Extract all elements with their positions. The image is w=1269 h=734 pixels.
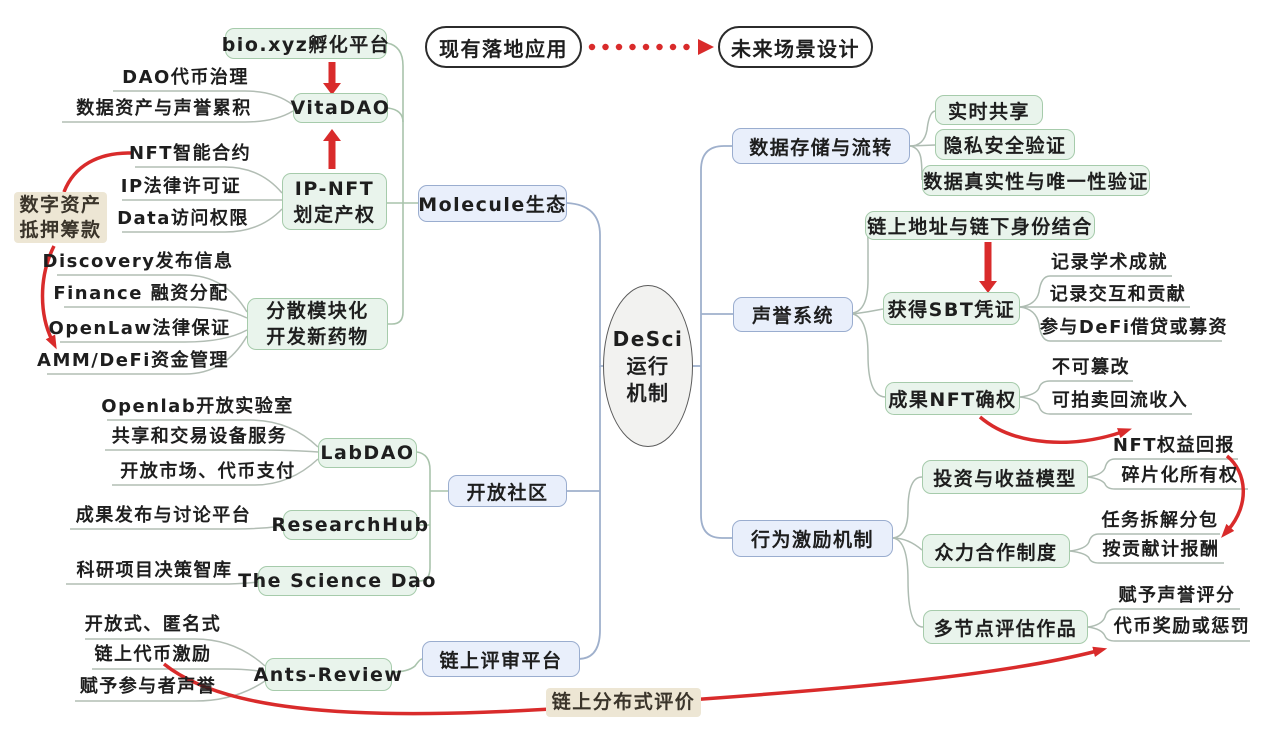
root-node-desci: DeSci 运行 机制 — [603, 285, 693, 447]
leaf-finance: Finance 融资分配 — [53, 283, 229, 304]
digital-line-1: 数字资产 — [19, 193, 102, 216]
node-modular-drug-dev: 分散模块化 开发新药物 — [247, 298, 388, 350]
node-molecule-ecosystem: Molecule生态 — [418, 185, 567, 222]
node-open-community: 开放社区 — [448, 475, 567, 507]
leaf-reputation-score: 赋予声誉评分 — [1118, 585, 1236, 606]
leaf-chain-token-incentive: 链上代币激励 — [94, 644, 212, 665]
arrow-nftreturn-to-contributionpay — [1221, 454, 1245, 538]
node-investment-model: 投资与收益模型 — [922, 460, 1088, 494]
arrowhead-bioxyz-to-vitadao — [323, 83, 341, 95]
node-science-dao: The Science Dao — [238, 566, 435, 596]
node-bioxyz: bio.xyz孵化平台 — [222, 28, 389, 59]
leaf-openlaw: OpenLaw法律保证 — [48, 318, 231, 339]
node-multi-node-eval: 多节点评估作品 — [923, 610, 1088, 644]
left-branch-connectors — [386, 42, 448, 673]
leaf-token-reward: 代币奖励或惩罚 — [1113, 616, 1251, 637]
node-vitadao: VitaDAO — [291, 93, 389, 123]
leaf-data-access: Data访问权限 — [117, 208, 249, 229]
leaf-nft-contract: NFT智能合约 — [128, 143, 252, 164]
leaf-think-tank: 科研项目决策智库 — [76, 560, 233, 581]
leaf-open-anonymous: 开放式、匿名式 — [84, 614, 222, 635]
node-chain-identity: 链上地址与链下身份结合 — [865, 211, 1095, 240]
node-collaboration-system: 众力合作制度 — [922, 534, 1070, 568]
root-line-2: 运行 — [626, 353, 670, 378]
leaf-nft-return: NFT权益回报 — [1112, 435, 1236, 456]
arrowhead-existing-to-future — [698, 39, 714, 55]
ipnft-line-2: 划定产权 — [293, 203, 376, 226]
node-ants-review: Ants-Review — [254, 658, 402, 691]
leaf-dao-governance: DAO代币治理 — [122, 67, 249, 88]
node-sbt-credential: 获得SBT凭证 — [883, 292, 1020, 325]
curve-digital-to-nftcontract — [62, 151, 134, 193]
node-researchhub: ResearchHub — [271, 510, 428, 540]
root-line-3: 机制 — [626, 380, 670, 405]
node-realtime-share: 实时共享 — [935, 95, 1043, 125]
pill-future-scenarios: 未来场景设计 — [718, 26, 873, 68]
arrowhead-identity-to-sbt — [979, 281, 997, 293]
leaf-contribution-pay: 按贡献计报酬 — [1102, 539, 1220, 560]
node-nft-rights-confirm: 成果NFT确权 — [885, 382, 1020, 415]
arrow-digital-to-amm — [40, 245, 57, 350]
arrow-nftconfirm-to-nftreturn — [978, 415, 1132, 444]
module-line-2: 开发新药物 — [266, 326, 369, 348]
leaf-defi-lending: 参与DeFi借贷或募资 — [1039, 317, 1229, 338]
leaf-data-reputation: 数据资产与声誉累积 — [76, 98, 252, 119]
arrowhead-ipnft-to-vitadao — [323, 129, 341, 141]
node-privacy-verify: 隐私安全验证 — [935, 129, 1075, 160]
main-spines — [566, 145, 733, 660]
leaf-ip-license: IP法律许可证 — [120, 176, 242, 197]
label-digital-asset-pledge: 数字资产 抵押筹款 — [14, 192, 107, 243]
leaf-openlab: Openlab开放实验室 — [101, 396, 294, 417]
ipnft-line-1: IP-NFT — [294, 177, 375, 200]
node-chain-review-platform: 链上评审平台 — [422, 641, 580, 677]
leaf-share-trade: 共享和交易设备服务 — [111, 426, 288, 447]
node-reputation-system: 声誉系统 — [733, 297, 853, 332]
label-chain-distributed-eval: 链上分布式评价 — [546, 688, 701, 717]
pill-existing-applications: 现有落地应用 — [425, 26, 582, 68]
leaf-participant-reputation: 赋予参与者声誉 — [79, 676, 217, 697]
leaf-task-split: 任务拆解分包 — [1101, 510, 1219, 531]
node-incentive-mechanism: 行为激励机制 — [732, 520, 893, 557]
leaf-fractional-ownership: 碎片化所有权 — [1121, 465, 1239, 486]
leaf-academic-record: 记录学术成就 — [1051, 252, 1168, 273]
left-leaf-underlines — [47, 90, 319, 702]
node-data-storage-flow: 数据存储与流转 — [732, 128, 910, 164]
node-authenticity-verify: 数据真实性与唯一性验证 — [922, 165, 1150, 196]
leaf-open-market: 开放市场、代币支付 — [120, 461, 296, 482]
leaf-amm-defi: AMM/DeFi资金管理 — [37, 350, 229, 371]
digital-line-2: 抵押筹款 — [19, 218, 102, 241]
module-line-1: 分散模块化 — [266, 300, 369, 322]
leaf-results-platform: 成果发布与讨论平台 — [75, 505, 252, 526]
leaf-interaction-record: 记录交互和贡献 — [1049, 284, 1187, 305]
leaf-auction-income: 可拍卖回流收入 — [1051, 390, 1189, 411]
leaf-immutable: 不可篡改 — [1052, 357, 1130, 378]
leaf-discovery: Discovery发布信息 — [42, 251, 234, 272]
node-labdao: LabDAO — [318, 438, 417, 468]
root-line-1: DeSci — [612, 326, 684, 351]
right-branch-connectors — [852, 110, 1250, 642]
node-ipnft: IP-NFT 划定产权 — [282, 173, 387, 230]
